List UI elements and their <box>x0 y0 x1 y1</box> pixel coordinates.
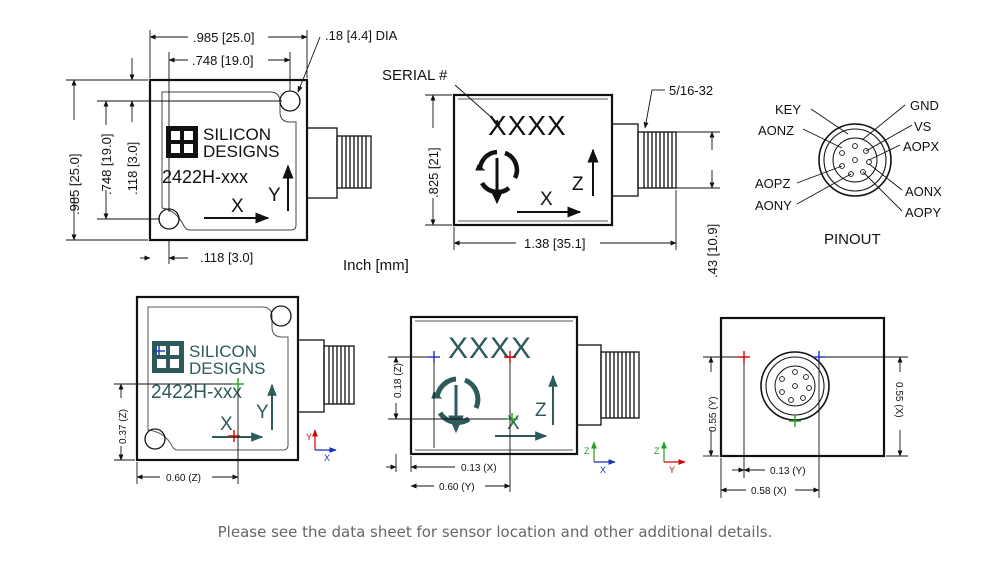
sensor-location-side-view: XXXX X Z 0.18 (Z) <box>386 315 640 493</box>
dim-hole-spacing-y: .748 [19.0] <box>99 134 114 195</box>
top-view-connector <box>306 127 372 199</box>
pinout-title: PINOUT <box>824 231 881 248</box>
sensor-top-brand-line1: SILICON <box>189 342 257 361</box>
dim-sensor-z-vertical: 0.37 (Z) <box>118 409 129 444</box>
axis-triad-end-icon: Z Y <box>654 441 686 475</box>
serial-value: XXXX <box>488 110 567 141</box>
dim-sensor-side-y: 0.60 (Y) <box>439 482 475 493</box>
top-view: SILICON DESIGNS 2422H-xxx X Y <box>66 28 409 274</box>
esd-warning-icon <box>475 149 520 205</box>
top-brand-line2: DESIGNS <box>203 142 280 161</box>
sensor-side-serial-value: XXXX <box>448 332 532 365</box>
sensor-top-x-axis-label: X <box>220 414 233 435</box>
sensor-location-markers <box>153 345 244 442</box>
dim-sensor-side-z-vertical: 0.18 (Z) <box>393 363 404 398</box>
pin-label-aonx: AONX <box>905 184 942 199</box>
top-model-number: 2422H-xxx <box>162 167 248 187</box>
sensor-location-end-view: 0.55 (Y) 0.55 (X) 0.13 (Y) 0.58 (X) Z Y <box>654 316 908 498</box>
sensor-top-model-number: 2422H-xxx <box>151 382 242 403</box>
dim-width-top: .985 [25.0] <box>193 30 254 45</box>
axis-triad-icon: Y X <box>306 429 337 463</box>
silicon-designs-logo-icon <box>166 126 198 158</box>
top-view-inner-outline <box>161 91 297 231</box>
mount-hole-top-right <box>279 90 301 112</box>
pin-label-vs: VS <box>914 119 932 134</box>
units-note: Inch [mm] <box>343 257 409 274</box>
dim-hole-diameter: .18 [4.4] DIA <box>325 28 398 43</box>
pin-label-gnd: GND <box>910 98 939 113</box>
sensor-top-y-axis-label: Y <box>256 402 269 423</box>
silicon-designs-logo-teal-icon <box>152 341 184 373</box>
sensor-location-top-view: SILICON DESIGNS 2422H-xxx X Y 0.37 (Z) 0… <box>114 295 355 484</box>
sensor-side-z-axis-label: Z <box>535 400 547 421</box>
triad-side-x-label: X <box>600 465 606 475</box>
pinout-diagram: KEY AONZ AOPZ AONY GND VS AOPX AONX AOPY… <box>755 98 942 248</box>
dim-sensor-side-x: 0.13 (X) <box>461 463 497 474</box>
pin-label-key: KEY <box>775 102 801 117</box>
pin-label-aony: AONY <box>755 198 792 213</box>
top-y-axis-label: Y <box>268 185 281 206</box>
pin-label-aopy: AOPY <box>905 205 941 220</box>
dim-connector-height: .43 [10.9] <box>705 224 720 278</box>
sensor-side-x-axis-label: X <box>507 413 520 434</box>
triad-x-label: X <box>324 453 330 463</box>
axis-triad-side-icon: Z X <box>584 441 616 475</box>
dim-end-x-bottom: 0.58 (X) <box>751 486 787 497</box>
dim-end-y-bottom: 0.13 (Y) <box>770 466 806 477</box>
dim-length-side: 1.38 [35.1] <box>524 236 585 251</box>
triad-y-label: Y <box>306 432 312 442</box>
triad-side-z-label: Z <box>584 446 590 456</box>
side-z-axis-label: Z <box>572 174 584 195</box>
top-x-axis-label: X <box>231 196 244 217</box>
dim-edge-offset-x: .118 [3.0] <box>200 250 253 265</box>
connector-pin-icons <box>839 143 872 177</box>
sensor-side-location-markers <box>428 351 518 425</box>
dim-height-side: .825 [21] <box>426 147 441 198</box>
side-x-axis-label: X <box>540 189 553 210</box>
sensor-end-location-markers <box>738 351 825 427</box>
triad-end-z-label: Z <box>654 446 660 456</box>
triad-end-y-label: Y <box>669 465 675 475</box>
serial-number-label: SERIAL # <box>382 67 448 84</box>
sensor-top-brand-line2: DESIGNS <box>189 359 266 378</box>
dim-hole-spacing-x: .748 [19.0] <box>192 53 253 68</box>
connector-thread: 5/16-32 <box>669 83 713 98</box>
dim-end-x-right: 0.55 (X) <box>893 382 904 418</box>
pin-label-aopz: AOPZ <box>755 176 790 191</box>
pin-label-aopx: AOPX <box>903 139 939 154</box>
dim-edge-offset-y: .118 [3.0] <box>125 142 140 195</box>
dim-sensor-z-horizontal: 0.60 (Z) <box>166 473 201 484</box>
top-brand-line1: SILICON <box>203 125 271 144</box>
esd-warning-teal-icon <box>431 376 481 434</box>
pin-label-aonz: AONZ <box>758 123 794 138</box>
side-view-connector <box>611 123 677 197</box>
dim-height-top: .985 [25.0] <box>67 154 82 215</box>
caption-text: Please see the data sheet for sensor loc… <box>217 523 773 541</box>
side-view: XXXX X Z SERIAL # 5/16 <box>382 67 720 278</box>
dim-end-y-left: 0.55 (Y) <box>708 396 719 432</box>
